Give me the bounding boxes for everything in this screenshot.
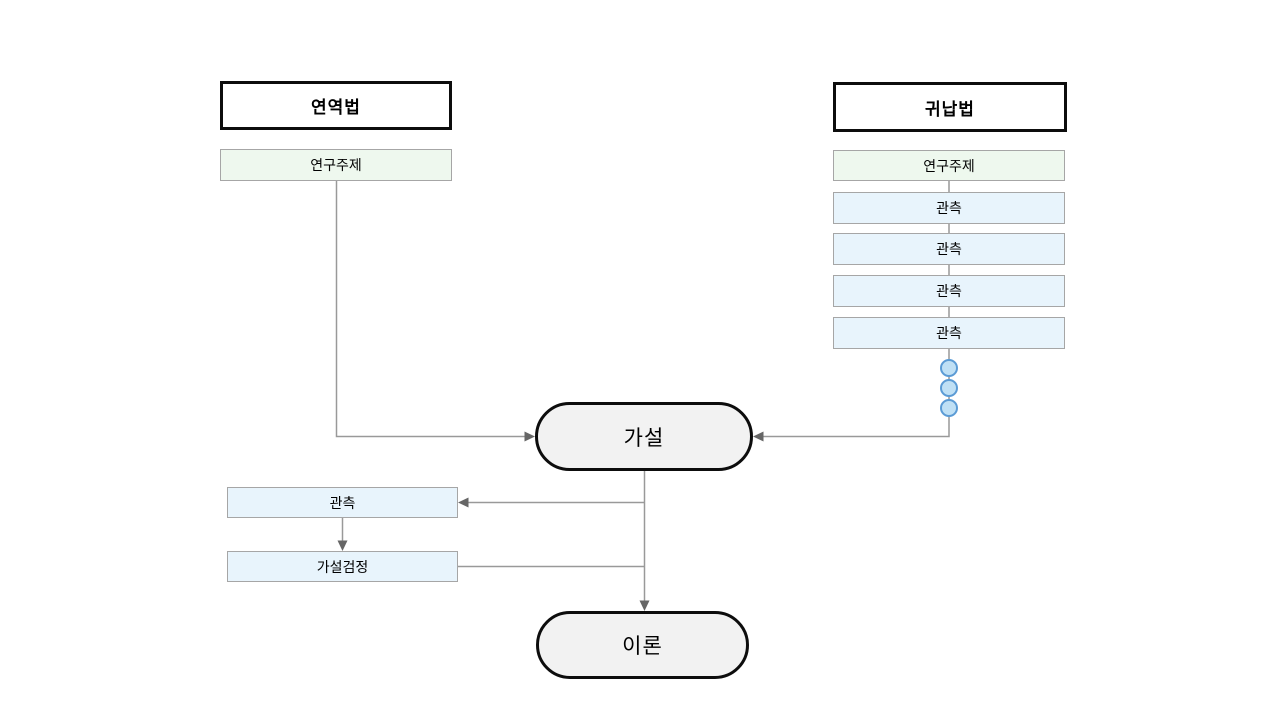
theory-label: 이론 <box>622 635 663 658</box>
theory-node: 이론 <box>536 611 749 679</box>
arrowhead-into-observation <box>458 497 469 508</box>
arrowhead-into-theory <box>639 600 650 611</box>
observation-box-1: 관측 <box>833 192 1065 224</box>
deduction-topic-box: 연구주제 <box>220 149 452 181</box>
induction-header-label: 귀납법 <box>925 99 975 119</box>
observation-box-4: 관측 <box>833 317 1065 349</box>
hypothesis-test-box: 가설검정 <box>227 551 458 582</box>
ellipsis-circle <box>940 399 958 417</box>
deduction-header-label: 연역법 <box>311 98 361 117</box>
observation-label: 관측 <box>936 241 962 257</box>
arrowhead-into-hypothesis-right <box>753 431 764 442</box>
arrowhead-into-test <box>337 540 348 551</box>
observation-label: 관측 <box>936 325 962 341</box>
arrowhead-into-hypothesis-left <box>524 431 535 442</box>
observation-label: 관측 <box>936 283 962 299</box>
hypothesis-node: 가설 <box>535 402 753 471</box>
verification-observation-label: 관측 <box>329 494 356 511</box>
ellipsis-circle <box>940 359 958 377</box>
observation-box-2: 관측 <box>833 233 1065 265</box>
ellipsis-circle <box>940 379 958 397</box>
observation-label: 관측 <box>936 200 962 216</box>
connector-deduction-to-hypothesis <box>335 181 525 438</box>
induction-header-box: 귀납법 <box>833 82 1067 132</box>
deduction-header-box: 연역법 <box>220 81 452 130</box>
deduction-topic-label: 연구주제 <box>310 157 362 173</box>
induction-topic-label: 연구주제 <box>923 157 975 174</box>
hypothesis-label: 가설 <box>623 426 665 450</box>
observation-box-3: 관측 <box>833 275 1065 307</box>
hypothesis-test-label: 가설검정 <box>316 558 369 575</box>
verification-observation-box: 관측 <box>227 487 458 518</box>
induction-topic-box: 연구주제 <box>833 150 1065 181</box>
